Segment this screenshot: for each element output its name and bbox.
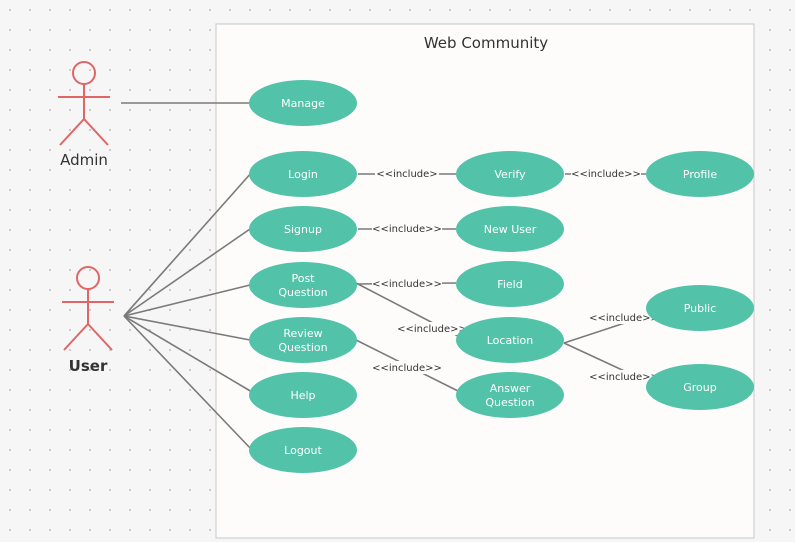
usecase-label: Post — [291, 272, 315, 285]
usecase-help[interactable]: Help — [249, 372, 357, 418]
include-label: <<include>> — [372, 224, 442, 235]
usecase-group[interactable]: Group — [646, 364, 754, 410]
association-user-post — [123, 284, 251, 317]
usecase-ellipse — [456, 261, 564, 307]
include-label-bg — [589, 311, 659, 324]
include-label-bg — [375, 167, 439, 180]
usecase-ellipse — [249, 372, 357, 418]
include-label: <<include>> — [372, 279, 442, 290]
usecase-label: Location — [487, 334, 534, 347]
usecase-public[interactable]: Public — [646, 285, 754, 331]
usecase-label: Logout — [284, 444, 322, 457]
usecase-label: Manage — [281, 97, 325, 110]
usecase-manage[interactable]: Manage — [249, 80, 357, 126]
actor-left-leg — [63, 323, 89, 351]
include-label-bg — [397, 322, 467, 335]
usecase-ellipse — [646, 285, 754, 331]
usecase-profile[interactable]: Profile — [646, 151, 754, 197]
include-label: <<include>> — [397, 324, 467, 335]
include-label: <<include> — [376, 169, 437, 180]
usecase-label: New User — [484, 223, 537, 236]
usecase-logout[interactable]: Logout — [249, 427, 357, 473]
include-label-bg — [589, 370, 659, 383]
usecase-ellipse — [646, 364, 754, 410]
usecase-ellipse — [456, 317, 564, 363]
usecase-ellipse — [249, 262, 357, 308]
usecase-ellipse — [249, 151, 357, 197]
user-actor-label: User — [69, 357, 108, 375]
actor-head — [76, 266, 100, 290]
admin-actor-label: Admin — [60, 151, 108, 169]
usecase-login[interactable]: Login — [249, 151, 357, 197]
user-actor — [62, 266, 114, 351]
usecase-verify[interactable]: Verify — [456, 151, 564, 197]
usecase-label: Question — [278, 341, 327, 354]
actor-right-leg — [83, 118, 109, 146]
association-user-login — [123, 171, 253, 317]
usecase-newuser[interactable]: New User — [456, 206, 564, 252]
usecase-label: Group — [683, 381, 717, 394]
usecase-label: Login — [288, 168, 318, 181]
usecase-label: Question — [485, 396, 534, 409]
include-label-bg — [372, 361, 442, 374]
actor-head — [72, 61, 96, 85]
usecase-ellipse — [456, 206, 564, 252]
usecase-label: Verify — [494, 168, 526, 181]
usecase-ellipse — [456, 151, 564, 197]
usecase-label: Field — [497, 278, 522, 291]
association-user-review — [123, 315, 251, 341]
actor-left-leg — [59, 118, 85, 146]
usecase-label: Answer — [490, 382, 531, 395]
usecase-location[interactable]: Location — [456, 317, 564, 363]
association-user-help — [123, 315, 253, 393]
include-label-bg — [372, 277, 442, 290]
usecase-field[interactable]: Field — [456, 261, 564, 307]
usecase-label: Question — [278, 286, 327, 299]
usecase-ellipse — [456, 372, 564, 418]
usecase-ellipse — [249, 80, 357, 126]
usecase-ellipse — [249, 317, 357, 363]
system-title: Web Community — [424, 34, 548, 52]
usecase-label: Signup — [284, 223, 322, 236]
include-label: <<include>> — [589, 313, 659, 324]
actor-right-leg — [87, 323, 113, 351]
usecase-ellipse — [249, 427, 357, 473]
association-user-logout — [123, 315, 253, 451]
usecase-label: Help — [290, 389, 315, 402]
usecase-label: Public — [684, 302, 717, 315]
admin-actor — [58, 61, 110, 146]
usecase-ellipse — [646, 151, 754, 197]
usecase-signup[interactable]: Signup — [249, 206, 357, 252]
include-label: <<include>> — [372, 363, 442, 374]
usecase-label: Profile — [683, 168, 717, 181]
include-label: <<include>> — [589, 372, 659, 383]
include-label-bg — [571, 167, 641, 180]
usecase-ellipse — [249, 206, 357, 252]
association-user-signup — [123, 228, 251, 317]
include-label-bg — [372, 222, 442, 235]
usecase-label: Review — [283, 327, 322, 340]
include-label: <<include>> — [571, 169, 641, 180]
